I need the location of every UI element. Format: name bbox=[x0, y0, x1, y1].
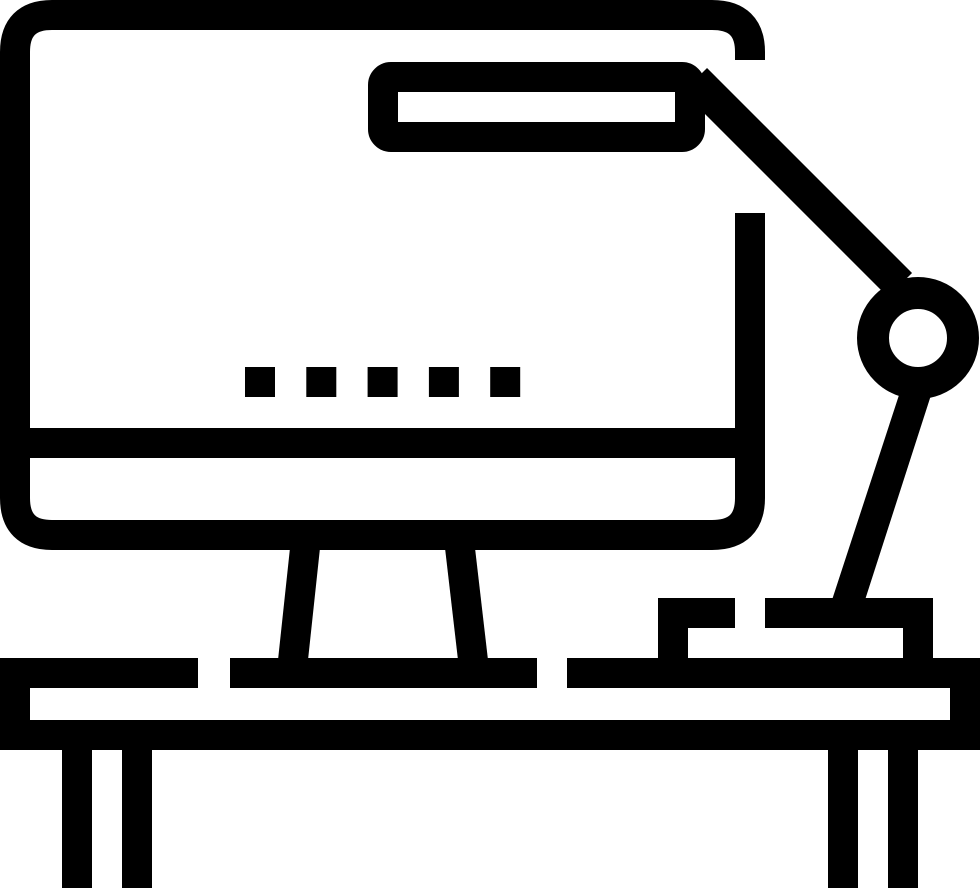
lamp-head bbox=[368, 62, 705, 152]
lamp-base bbox=[658, 598, 688, 660]
indicator-dot bbox=[306, 367, 337, 397]
lamp-lower-arm bbox=[832, 392, 932, 600]
indicator-dot bbox=[245, 367, 275, 397]
indicator-dot bbox=[428, 367, 459, 397]
desk-leg bbox=[888, 750, 918, 888]
monitor-stand-left bbox=[278, 548, 320, 660]
monitor-frame bbox=[0, 0, 765, 550]
desk-lamp bbox=[368, 62, 979, 660]
monitor bbox=[0, 0, 765, 660]
lamp-joint bbox=[857, 277, 979, 399]
desk-top-segment bbox=[230, 658, 537, 688]
desk-leg bbox=[828, 750, 858, 888]
indicator-dot bbox=[367, 367, 398, 397]
monitor-stand-right bbox=[445, 548, 488, 660]
desk-top-segment bbox=[567, 658, 980, 688]
lamp-upper-arm bbox=[682, 67, 913, 298]
indicator-dots bbox=[245, 367, 521, 397]
desk-leg bbox=[62, 750, 92, 888]
monitor-chin-divider bbox=[30, 428, 735, 458]
desk-leg bbox=[122, 750, 152, 888]
desk-top-segment bbox=[0, 658, 198, 688]
indicator-dot bbox=[490, 367, 521, 397]
desk-bottom bbox=[0, 720, 980, 750]
desk bbox=[0, 658, 980, 888]
lamp-base bbox=[903, 598, 933, 660]
